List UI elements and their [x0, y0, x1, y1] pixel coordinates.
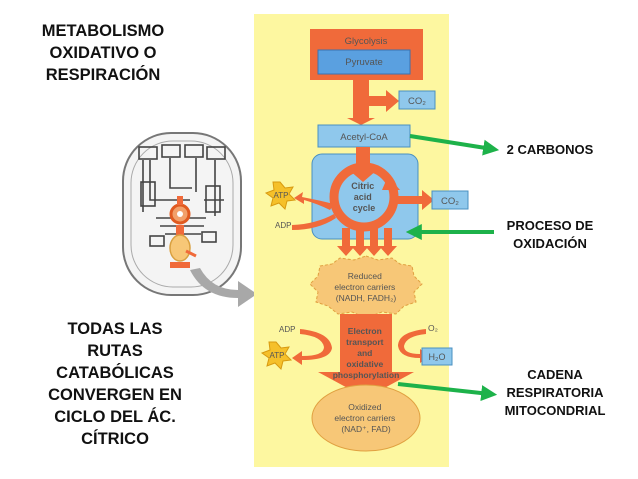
- adp-label-2: ADP: [279, 325, 295, 334]
- citric-line: cycle: [353, 203, 376, 213]
- note-line: CATABÓLICAS: [56, 364, 174, 382]
- glycolysis-label: Glycolysis: [345, 36, 388, 47]
- adp-atp-arrow-2: [292, 329, 332, 365]
- catabolic-note: TODAS LAS RUTAS CATABÓLICAS CONVERGEN EN…: [40, 318, 190, 450]
- note-line: CICLO DEL ÁC.: [54, 408, 176, 426]
- reduced-line: (NADH, FADH₂): [336, 293, 397, 303]
- acetyl-coa-label: Acetyl-CoA: [340, 132, 388, 143]
- oxidized-carriers-label: Oxidized electron carriers (NAD⁺, FAD): [334, 402, 397, 434]
- reduced-line: electron carriers: [334, 282, 395, 292]
- etc-line: transport: [346, 337, 383, 347]
- note-line: TODAS LAS: [67, 320, 163, 338]
- co2-label-2: CO₂: [441, 196, 459, 207]
- note-line: CÍTRICO: [81, 430, 149, 448]
- h2o-box: [421, 347, 453, 366]
- title-line: METABOLISMO: [41, 22, 165, 40]
- label-line: OXIDACIÓN: [513, 236, 587, 251]
- page-title: METABOLISMO OXIDATIVO O RESPIRACIÓN: [28, 20, 178, 86]
- title-line: RESPIRACIÓN: [45, 66, 161, 84]
- co2-label: CO₂: [408, 96, 426, 107]
- label-line: RESPIRATORIA: [506, 385, 604, 400]
- citric-line: acid: [354, 192, 372, 202]
- atp-label-1: ATP: [274, 191, 289, 200]
- oxidized-line: Oxidized: [348, 402, 381, 412]
- reduced-carriers-label: Reduced electron carriers (NADH, FADH₂): [334, 271, 397, 303]
- note-line: CONVERGEN EN: [48, 386, 182, 404]
- pyruvate-label: Pyruvate: [345, 57, 383, 68]
- label-cadena-respiratoria: CADENA RESPIRATORIA MITOCONDRIAL: [496, 366, 614, 420]
- co2-box-2: [431, 190, 469, 210]
- reduction-arrows: [337, 228, 397, 256]
- etc-line: oxidative: [346, 359, 383, 369]
- o2-label: O₂: [428, 323, 438, 333]
- cycle-co2-arrow: [394, 190, 434, 210]
- atp-star-2: [260, 341, 293, 370]
- atp-arrow-1: [294, 192, 334, 210]
- etc-arrow: [318, 314, 414, 398]
- label-line: PROCESO DE: [506, 218, 594, 233]
- oxidized-carriers-shape: [311, 384, 421, 452]
- reduced-line: Reduced: [348, 271, 382, 281]
- cell-illustration: [122, 132, 242, 296]
- cycle-arrowhead: [382, 176, 400, 190]
- green-arrow-cadena: [397, 382, 498, 402]
- label-line: CADENA: [527, 367, 583, 382]
- green-arrow-carbonos: [409, 134, 500, 156]
- pyruvate-box: [317, 49, 411, 75]
- etc-line: phosphorylation: [333, 370, 400, 380]
- oxidized-line: electron carriers: [334, 413, 395, 423]
- oxidized-line: (NAD⁺, FAD): [341, 424, 391, 434]
- label-2-carbonos: 2 CARBONOS: [506, 142, 594, 157]
- adp-arrow-1: [292, 214, 336, 230]
- atp-label-2: ATP: [270, 351, 285, 360]
- etc-label: Electron transport and oxidative phospho…: [333, 326, 400, 380]
- atp-star-1: [264, 181, 297, 210]
- citric-cycle-label: Citric acid cycle: [351, 181, 377, 213]
- co2-box: [398, 90, 436, 110]
- etc-line: and: [357, 348, 372, 358]
- h2o-label: H₂O: [429, 352, 446, 362]
- citric-line: Citric: [351, 181, 374, 191]
- label-line: MITOCONDRIAL: [504, 403, 606, 418]
- etc-line: Electron: [348, 326, 382, 336]
- pyruvate-to-acetyl-arrow: [347, 80, 399, 125]
- note-line: RUTAS: [87, 342, 143, 360]
- label-proceso-oxidacion: PROCESO DE OXIDACIÓN: [498, 217, 602, 253]
- adp-label-1: ADP: [275, 221, 291, 230]
- title-line: OXIDATIVO O: [49, 44, 157, 62]
- pointer-arrow: [190, 268, 257, 307]
